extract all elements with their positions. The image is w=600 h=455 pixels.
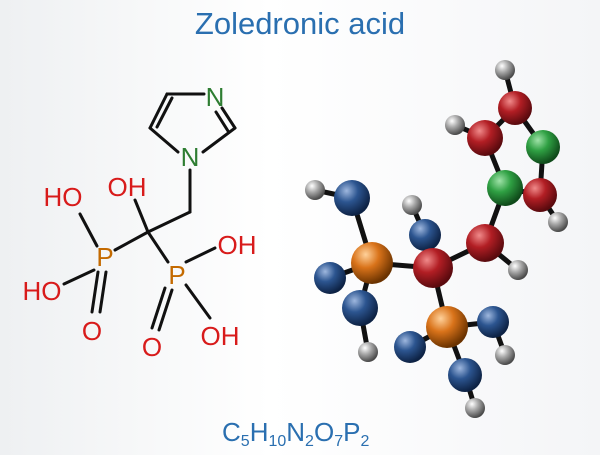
- hydrogen-atom: [402, 195, 422, 215]
- formula-count: 2: [360, 433, 369, 450]
- c-oh-bond: [133, 198, 150, 234]
- p-left-label: P: [96, 242, 113, 272]
- hydrogen-atom: [445, 115, 465, 135]
- oxygen-atom: [448, 358, 482, 392]
- ch2-c-bond: [146, 210, 192, 234]
- carbon-atom: [523, 178, 557, 212]
- ho-top-left-label: HO: [44, 182, 83, 212]
- p-oh-bond: [62, 268, 96, 286]
- ball-and-stick-model: [305, 60, 568, 418]
- hydrogen-atom: [495, 345, 515, 365]
- oxygen-atom: [334, 180, 370, 216]
- o-right-label: O: [142, 332, 162, 362]
- formula-element: O: [314, 417, 334, 447]
- ho-left-label: HO: [23, 276, 62, 306]
- ring-bond: [220, 106, 237, 130]
- c-p-left-bond: [113, 230, 150, 252]
- formula-element: H: [250, 417, 269, 447]
- nitrogen-atom: [526, 130, 560, 164]
- o-left-label: O: [82, 316, 102, 346]
- hydrogen-atom: [358, 342, 378, 362]
- p-o-double-bond: [90, 270, 100, 314]
- oxygen-atom: [477, 306, 509, 338]
- hydrogen-atom: [548, 212, 568, 232]
- nitrogen-atom: [487, 170, 523, 206]
- oxygen-atom: [314, 262, 346, 294]
- structural-formula: N N P P OH HO HO OH OH O O: [23, 82, 257, 362]
- formula-element: C: [222, 417, 241, 447]
- formula-count: 10: [268, 433, 286, 450]
- hydrogen-atom: [495, 60, 515, 80]
- hydrogen-atom: [465, 398, 485, 418]
- p-o-double-bond: [98, 270, 108, 314]
- oxygen-atom: [394, 331, 426, 363]
- c-p-right-bond: [146, 230, 170, 264]
- ring-bond: [148, 126, 180, 154]
- p-right-label: P: [168, 260, 185, 290]
- formula-element: N: [286, 417, 305, 447]
- ring-bond: [201, 126, 237, 154]
- p-o-double-bond: [157, 288, 174, 332]
- hydrogen-atom: [305, 180, 325, 200]
- hydrogen-atom: [508, 260, 528, 280]
- oh-right-top-label: OH: [218, 230, 257, 260]
- formula-count: 7: [334, 433, 343, 450]
- carbon-atom: [466, 224, 504, 262]
- ring-n-top-label: N: [206, 82, 225, 112]
- p-oh-bond: [78, 212, 99, 248]
- ring-n-bottom-label: N: [181, 142, 200, 172]
- p-o-double-bond: [150, 286, 167, 330]
- oxygen-atom: [342, 290, 378, 326]
- ring-bond: [148, 92, 169, 130]
- ring-double-bond: [155, 96, 174, 129]
- p-oh-bond: [184, 283, 212, 320]
- model-atoms: [305, 60, 568, 418]
- molecular-formula: C5H10N2O7P2: [222, 417, 369, 450]
- oxygen-atom: [409, 219, 441, 251]
- formula-element: P: [343, 417, 360, 447]
- phosphorus-atom: [351, 242, 393, 284]
- oh-center-label: OH: [108, 172, 147, 202]
- oh-right-bottom-label: OH: [201, 321, 240, 351]
- phosphorus-atom: [426, 306, 468, 348]
- ring-double-bond: [214, 110, 230, 133]
- carbon-atom: [413, 248, 453, 288]
- formula-count: 2: [305, 433, 314, 450]
- carbon-atom: [498, 91, 532, 125]
- carbon-atom: [467, 120, 503, 156]
- p-oh-bond: [184, 246, 217, 264]
- svg-text:C5H10N2O7P2: C5H10N2O7P2: [222, 417, 369, 450]
- formula-count: 5: [241, 433, 250, 450]
- title: Zoledronic acid: [195, 6, 405, 41]
